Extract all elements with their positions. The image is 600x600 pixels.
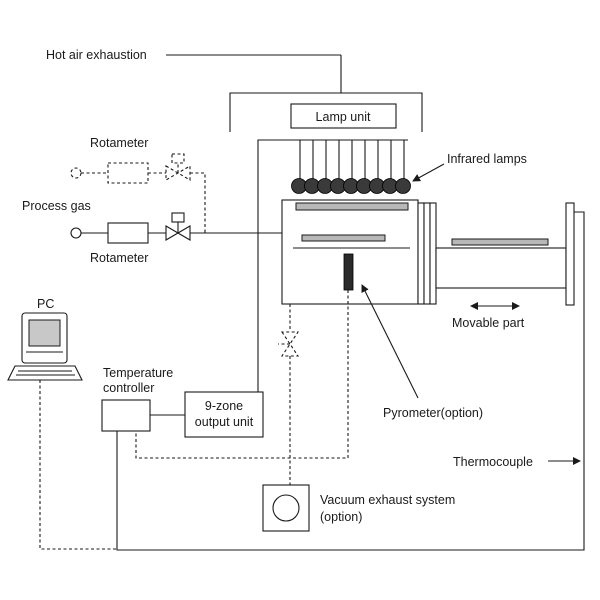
rotameter-bottom-label: Rotameter bbox=[90, 251, 148, 265]
process-gas-label: Process gas bbox=[22, 199, 91, 213]
chamber-window-plate bbox=[295, 202, 409, 211]
vacuum-label-2: (option) bbox=[320, 510, 362, 524]
movable-part-label: Movable part bbox=[452, 316, 525, 330]
thermocouple-line bbox=[116, 211, 585, 551]
lamp-unit-box bbox=[290, 103, 397, 129]
movable-part-rail bbox=[435, 247, 567, 289]
pc-computer-icon bbox=[7, 312, 83, 381]
vacuum-label-1: Vacuum exhaust system bbox=[320, 493, 455, 507]
temperature-controller-label-1: Temperature bbox=[103, 366, 173, 380]
output-unit-label-2: output unit bbox=[195, 415, 254, 429]
temperature-controller-box bbox=[101, 399, 151, 432]
hot-air-exhaust-hood bbox=[166, 54, 423, 132]
wafer-plate bbox=[301, 234, 386, 242]
pyrometer-probe bbox=[343, 253, 354, 291]
pyrometer-signal-line bbox=[135, 290, 349, 459]
pc-label: PC bbox=[37, 297, 54, 311]
movable-part-end-plate bbox=[565, 202, 575, 306]
rotameter-top-label: Rotameter bbox=[90, 136, 148, 150]
lamp-wiring bbox=[257, 139, 408, 392]
pc-connection-line bbox=[39, 380, 117, 550]
lamp-unit-label: Lamp unit bbox=[316, 110, 371, 124]
pyrometer-label: Pyrometer(option) bbox=[383, 406, 483, 420]
hot-air-exhaustion-label: Hot air exhaustion bbox=[46, 48, 147, 62]
process-gas-line bbox=[70, 212, 282, 244]
vacuum-exhaust-system-box bbox=[262, 484, 310, 532]
infrared-lamp bbox=[395, 178, 411, 194]
output-unit-box bbox=[184, 391, 264, 438]
infrared-lamps bbox=[291, 178, 411, 194]
infrared-lamps-arrow bbox=[412, 163, 445, 182]
movable-wafer-plate bbox=[451, 238, 549, 246]
optional-gas-line bbox=[70, 153, 206, 233]
door-flange bbox=[417, 202, 437, 305]
output-unit-label-1: 9-zone bbox=[205, 399, 243, 413]
infrared-lamps-label: Infrared lamps bbox=[447, 152, 527, 166]
pyrometer-pointer bbox=[361, 284, 419, 399]
temperature-controller-label-2: controller bbox=[103, 381, 154, 395]
vacuum-pump-icon bbox=[272, 494, 300, 522]
vacuum-line bbox=[278, 304, 300, 485]
thermocouple-label: Thermocouple bbox=[453, 455, 533, 469]
